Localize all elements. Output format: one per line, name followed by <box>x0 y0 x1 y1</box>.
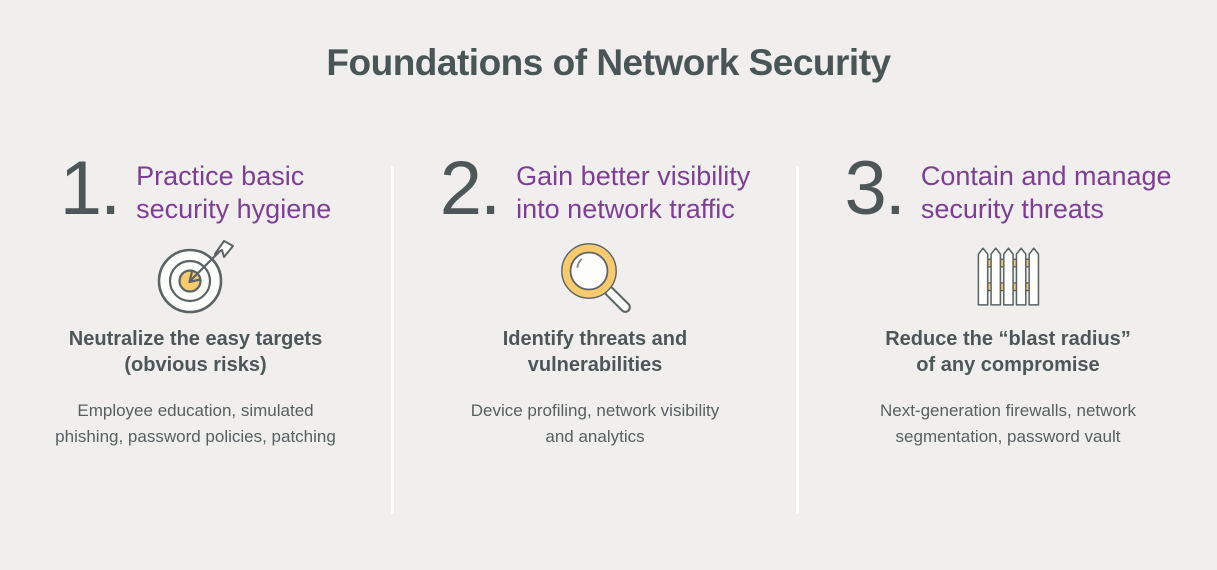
page-title: Foundations of Network Security <box>326 42 891 83</box>
step-3-subtitle: Reduce the “blast radius” of any comprom… <box>885 328 1131 376</box>
column-divider <box>796 166 799 514</box>
step-2-subtitle: Identify threats and vulnerabilities <box>502 328 688 376</box>
target-bullseye-icon <box>0 240 391 314</box>
step-column-1: 1. Practice basic security hygiene Neutr… <box>0 146 391 450</box>
step-3-heading: Contain and manage security threats <box>920 161 1172 224</box>
step-2-header: 2. Gain better visibility into network t… <box>394 146 796 231</box>
column-divider <box>391 166 394 514</box>
step-3-number: 3. <box>844 146 905 231</box>
step-1-number: 1. <box>59 146 121 231</box>
step-2-heading: Gain better visibility into network traf… <box>516 161 751 224</box>
step-3-description: Next-generation firewalls, network segme… <box>879 401 1137 446</box>
step-1-header: 1. Practice basic security hygiene <box>0 146 391 231</box>
step-column-3: 3. Contain and manage security threats <box>799 146 1217 450</box>
step-1-subtitle: Neutralize the easy targets (obvious ris… <box>68 328 323 376</box>
magnifying-glass-icon <box>394 240 796 314</box>
step-3-header: 3. Contain and manage security threats <box>799 146 1217 231</box>
step-2-number: 2. <box>439 146 501 231</box>
step-2-description: Device profiling, network visibility and… <box>470 401 720 446</box>
picket-fence-icon <box>799 240 1217 314</box>
step-1-description: Employee education, simulated phishing, … <box>55 401 336 446</box>
columns-container: 1. Practice basic security hygiene Neutr… <box>0 146 1217 514</box>
step-1-heading: Practice basic security hygiene <box>136 161 332 224</box>
step-column-2: 2. Gain better visibility into network t… <box>394 146 796 450</box>
